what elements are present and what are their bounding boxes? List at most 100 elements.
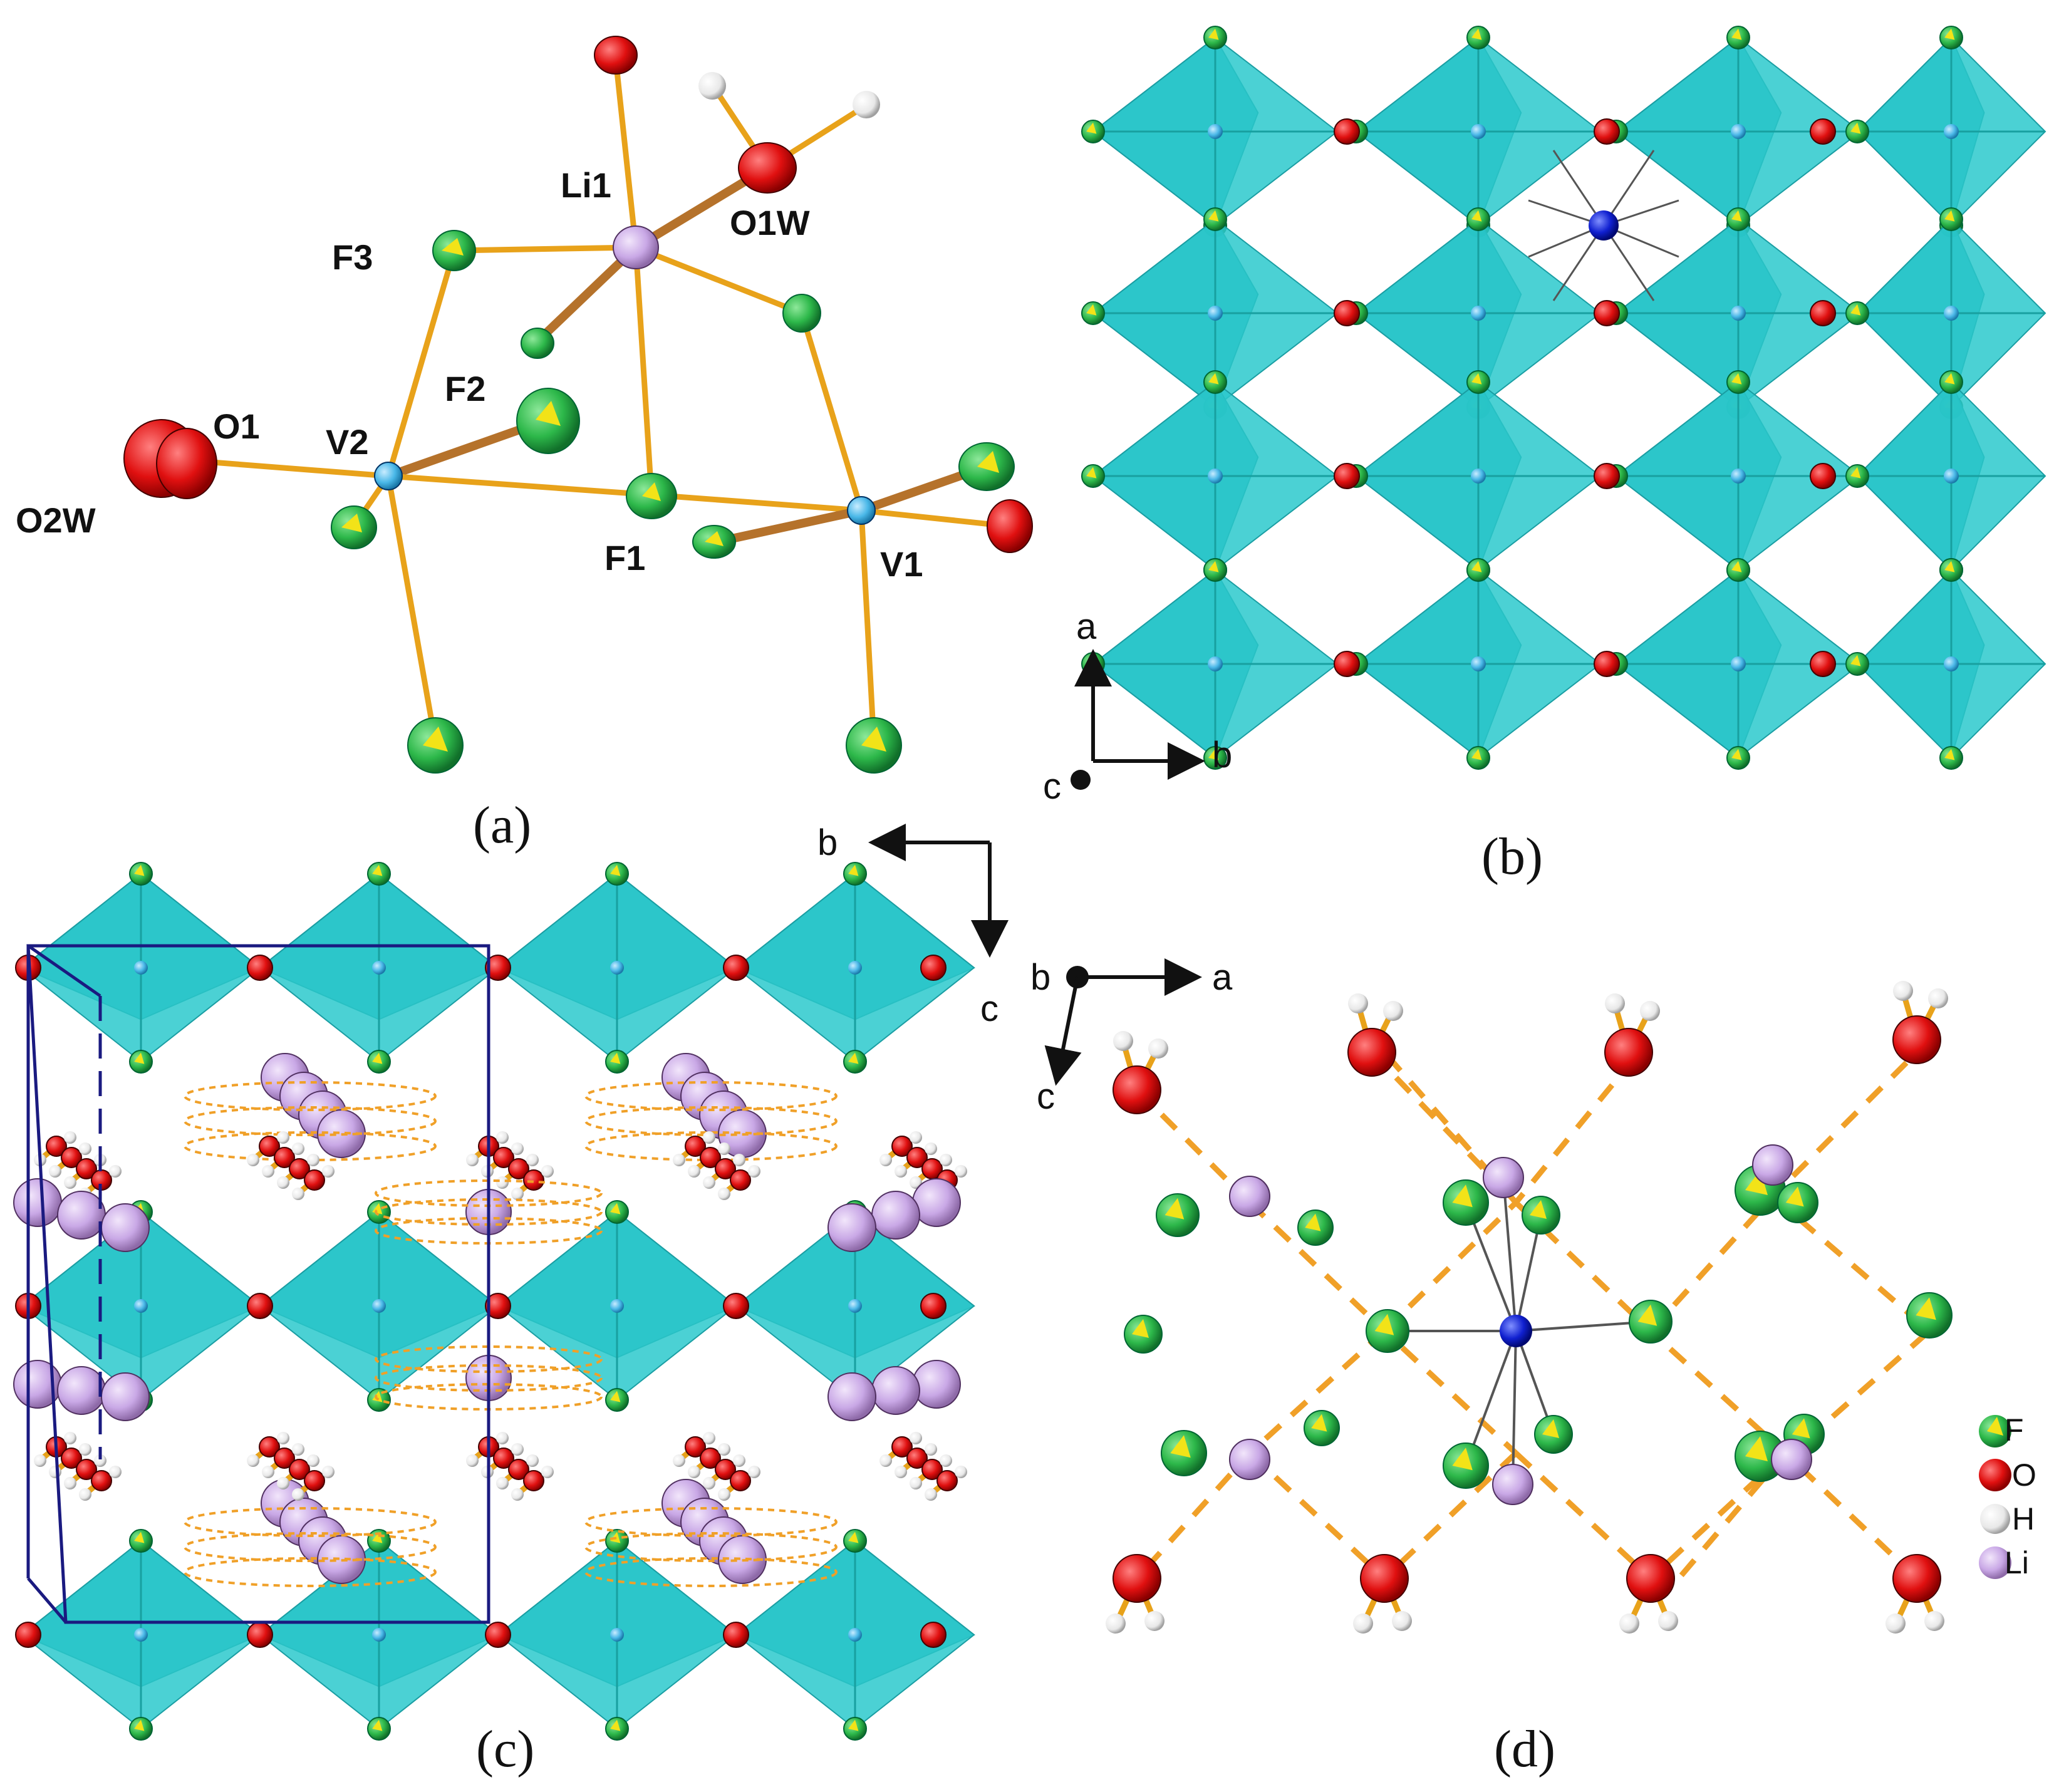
hydrogen-atom (733, 1154, 745, 1166)
hydrogen-atom (940, 1454, 952, 1467)
panel-d-atoms (1106, 981, 1953, 1634)
fluorine-highlight (372, 1052, 383, 1064)
lithium-atom (57, 1366, 106, 1415)
lithium-atom (613, 225, 659, 269)
panel-b-center-cluster (1528, 150, 1679, 301)
hydrogen-atom (1640, 1001, 1660, 1021)
legend-hydrogen-icon (1980, 1504, 2010, 1534)
hydrogen-atom (322, 1466, 335, 1478)
hydrogen-atom (79, 1142, 91, 1155)
lithium-atom (1492, 1464, 1533, 1505)
panel-a-atoms (123, 36, 1033, 774)
fluorine-highlight (1208, 28, 1219, 40)
lithium-atom (871, 1366, 920, 1415)
atom-label-v1: V1 (880, 544, 923, 584)
vanadium-atom (1944, 124, 1959, 139)
fluorine-highlight (134, 1719, 145, 1731)
hydrogen-atom (64, 1131, 76, 1144)
vanadium-atom (1944, 469, 1959, 484)
oxygen-atom (700, 1147, 721, 1168)
hydrogen-atom (262, 1466, 274, 1478)
vanadium-atom (1731, 124, 1746, 139)
hydrogen-atom (292, 1488, 304, 1501)
fluorine-highlight (134, 1531, 145, 1543)
panel-c-layers (13, 862, 975, 1741)
fluorine-highlight (372, 1719, 383, 1731)
oxygen-atom (715, 1459, 736, 1480)
hydrogen-atom (79, 1488, 91, 1501)
oxygen-atom (76, 1459, 97, 1480)
oxygen-atom (1347, 1028, 1396, 1077)
panel-label-b: (b) (1481, 827, 1543, 886)
hydrogen-atom (940, 1154, 952, 1166)
vanadium-atom (1471, 656, 1486, 671)
fluorine-highlight (1208, 373, 1219, 385)
oxygen-atom (46, 1136, 67, 1157)
hydrogen-atom (688, 1466, 700, 1478)
vanadium-atom (610, 1299, 624, 1313)
fluorine-highlight (1086, 122, 1097, 134)
fluorine-highlight (1452, 1448, 1473, 1471)
panel-c-axes: b c (817, 822, 1009, 1029)
fluorine-highlight (1792, 1418, 1810, 1439)
oxygen-atom (1810, 651, 1836, 677)
panel-a-atom-labels: Li1 O1W F3 F2 O1 V2 O2W F1 V1 (16, 165, 923, 584)
fluorine-highlight (372, 1531, 383, 1543)
vanadium-atom (610, 961, 624, 975)
hydrogen-atom (910, 1477, 922, 1489)
fluorine-highlight (1850, 655, 1861, 666)
atom-label-f3: F3 (332, 237, 373, 277)
axis-label-c: c (1037, 1076, 1055, 1117)
fluorine-highlight (1086, 467, 1097, 479)
axis-label-a: a (1076, 606, 1097, 647)
hydrogen-atom (247, 1454, 259, 1467)
lithium-atom (1229, 1439, 1270, 1480)
hydrogen-atom (511, 1488, 524, 1501)
lithium-atom (1229, 1176, 1270, 1217)
fluorine-highlight (1944, 210, 1955, 222)
hydrogen-atom (925, 1443, 937, 1456)
axis-label-b: b (1030, 957, 1050, 998)
hydrogen-atom (496, 1477, 509, 1489)
oxygen-atom (493, 1448, 514, 1469)
hydrogen-atom (733, 1454, 745, 1467)
oxygen-atom (723, 1622, 749, 1648)
oxygen-atom (1334, 651, 1360, 677)
hydrogen-atom (955, 1466, 967, 1478)
fluorine-highlight (1471, 28, 1482, 40)
hydrogen-atom (673, 1454, 685, 1467)
hydrogen-bond (184, 1106, 437, 1136)
hydrogen-atom (703, 1432, 715, 1444)
oxygen-atom (274, 1448, 295, 1469)
hydrogen-atom (277, 1477, 289, 1489)
hydrogen-atom (955, 1165, 967, 1178)
oxygen-atom (891, 1136, 913, 1157)
vanadium-atom (1208, 306, 1223, 321)
fluorine-highlight (1452, 1184, 1473, 1208)
oxygen-atom (1892, 1554, 1941, 1603)
fluorine-highlight (372, 1391, 383, 1402)
oxygen-atom (906, 1147, 928, 1168)
panel-d-legend: F O H Li (1979, 1412, 2036, 1580)
oxygen-atom (289, 1158, 310, 1179)
hydrogen-atom (496, 1432, 509, 1444)
fluorine-highlight (1164, 1198, 1185, 1220)
oxygen-atom (700, 1448, 721, 1469)
fluorine-highlight (1208, 748, 1219, 760)
lithium-atom (827, 1203, 876, 1252)
oxygen-atom (1113, 1554, 1161, 1603)
fluorine-highlight (1731, 561, 1742, 572)
hydrogen-atom (703, 1477, 715, 1489)
hydrogen-atom (1605, 993, 1625, 1013)
fluorine-highlight (1850, 467, 1861, 479)
vanadium-atom (372, 961, 386, 975)
lithium-atom (827, 1372, 876, 1421)
vanadium-atom (847, 496, 876, 525)
oxygen-atom (259, 1136, 280, 1157)
fluorine-highlight (1731, 748, 1742, 760)
oxygen-atom (61, 1448, 82, 1469)
atom-label-li1: Li1 (561, 165, 611, 205)
panel-label-d: (d) (1494, 1720, 1555, 1778)
lithium-atom (13, 1178, 62, 1227)
oxygen-atom (485, 1293, 511, 1319)
